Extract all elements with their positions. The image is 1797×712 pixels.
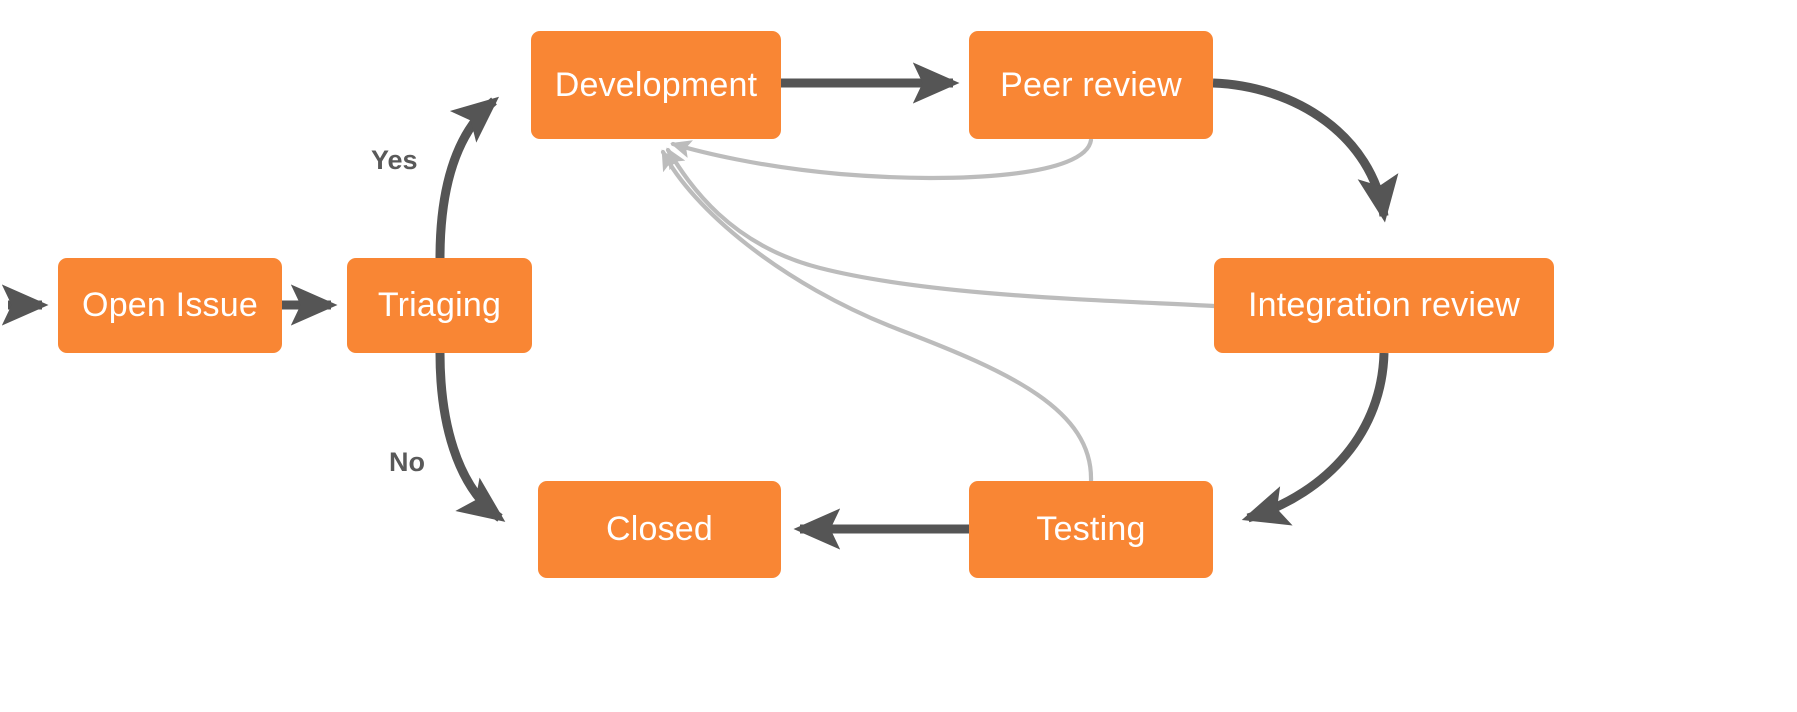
edge-peer-review-to-integration-review (1212, 78, 1399, 223)
node-label-triaging: Triaging (377, 286, 502, 324)
edge-triaging-to-closed (435, 352, 506, 522)
feedback-edges (660, 137, 1217, 484)
node-testing[interactable]: Testing (969, 481, 1213, 578)
node-label-peer-review: Peer review (1000, 65, 1182, 104)
node-label-open-issue: Open Issue (82, 286, 258, 324)
node-label-testing: Testing (1036, 510, 1146, 548)
edge-label-yes: Yes (371, 145, 418, 175)
edge-integration-review-to-development (665, 147, 1217, 309)
node-open-issue[interactable]: Open Issue (58, 258, 282, 353)
node-peer-review[interactable]: Peer review (969, 31, 1213, 139)
edge-triaging-to-development (435, 96, 500, 259)
node-triaging[interactable]: Triaging (347, 258, 532, 353)
node-integration-review[interactable]: Integration review (1214, 258, 1554, 353)
edge-label-no: No (389, 447, 425, 477)
node-label-development: Development (554, 65, 758, 104)
edge-integration-review-to-testing (1241, 352, 1389, 526)
primary-edges (1, 62, 1399, 550)
edge-testing-to-development (660, 149, 1094, 484)
edge-peer-review-to-development (670, 137, 1094, 181)
node-closed[interactable]: Closed (538, 481, 781, 578)
node-development[interactable]: Development (531, 31, 781, 139)
node-label-integration-review: Integration review (1248, 286, 1520, 324)
node-label-closed: Closed (605, 510, 714, 548)
